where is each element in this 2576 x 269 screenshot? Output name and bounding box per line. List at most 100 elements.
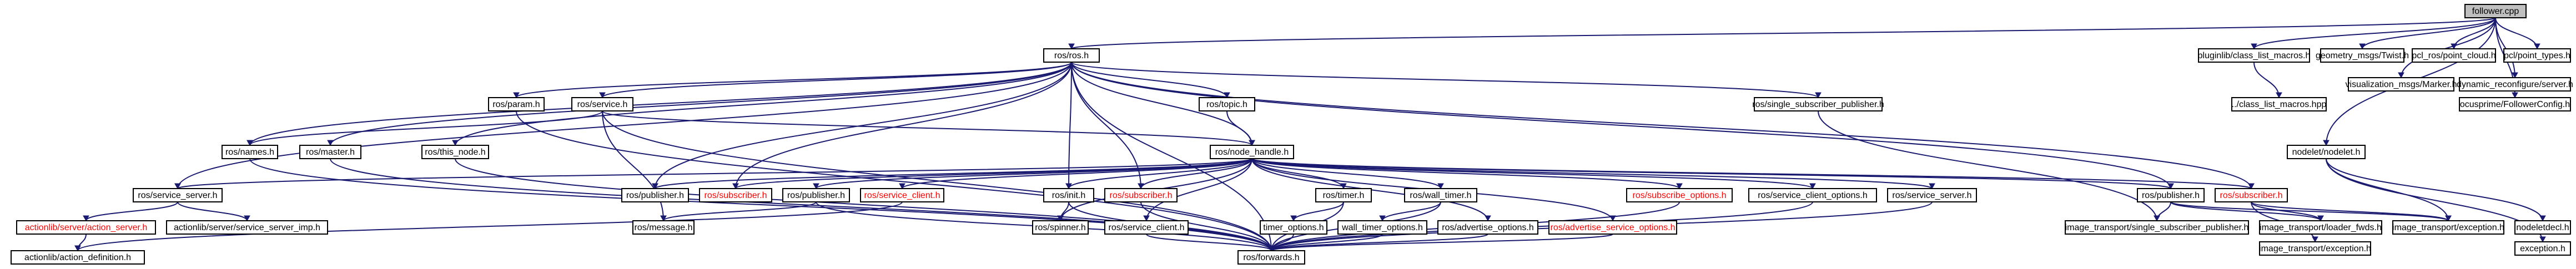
node-label: ros/service_server.h — [138, 191, 217, 200]
node-pluginlib-class-list-macros-h[interactable]: pluginlib/class_list_macros.h — [2198, 48, 2311, 63]
node-ros-publisher-b-h[interactable]: ros/publisher.h — [782, 188, 850, 202]
node-label: wall_timer_options.h — [1341, 223, 1423, 232]
edge-ros_service_h-to-ros_message_h — [602, 110, 664, 221]
edge-ros_node_handle_h-to-ros_subscribe_options_h — [1251, 158, 1680, 189]
node-image-transport-exception-h[interactable]: image_transport/exception.h — [2392, 220, 2504, 235]
node-box — [782, 188, 850, 202]
node-label: ros/single_subscriber_publisher.h — [1752, 100, 1884, 109]
node-ros-service-client-options-h[interactable]: ros/service_client_options.h — [1748, 188, 1877, 202]
node-ros-node-handle-h[interactable]: ros/node_handle.h — [1210, 145, 1294, 159]
arrowhead-ros_node_handle_h-to-image_transport_subscriber_h — [2248, 183, 2255, 190]
node-follower-cpp[interactable]: follower.cpp — [2464, 4, 2527, 18]
node-ros-advertise-service-options-h[interactable]: ros/advertise_service_options.h — [1548, 220, 1677, 235]
node-pcl-ros-point-cloud-h[interactable]: pcl_ros/point_cloud.h — [2412, 48, 2496, 63]
node-ros-service-h[interactable]: ros/service.h — [571, 97, 633, 111]
arrowhead-ros_node_handle_h-to-ros_service_client_c_h — [1143, 215, 1150, 222]
edge-pluginlib_class_list_macros_h-to-class_list_macros_hpp — [2253, 62, 2280, 98]
node-image-transport-loader-fwds-h[interactable]: image_transport/loader_fwds.h — [2259, 220, 2382, 235]
edge-ros_ros_h-to-ros_subscriber_h — [735, 62, 1072, 189]
edge-follower_cpp-to-ros_ros_h — [1071, 17, 2496, 49]
node-class-list-macros-hpp[interactable]: ../class_list_macros.hpp — [2231, 97, 2327, 111]
node-timer-options-h[interactable]: timer_options.h — [1260, 220, 1327, 235]
edge-follower_cpp-to-dynamic_reconfigure_server_h — [2495, 17, 2515, 78]
arrowhead-ros_node_handle_h-to-ros_service_client_h — [899, 183, 905, 190]
node-ros-spinner-h[interactable]: ros/spinner.h — [1032, 220, 1089, 235]
node-nodelet-nodelet-h[interactable]: nodelet/nodelet.h — [2287, 145, 2366, 159]
node-image-transport-exception-b-h[interactable]: image_transport/exception.h — [2259, 241, 2371, 256]
node-ros-init-h[interactable]: ros/init.h — [1043, 188, 1094, 202]
arrowhead-ros_service_server_b_h-to-ros_forwards_h — [1268, 245, 1275, 252]
node-actionlib-server-action-server-h[interactable]: actionlib/server/action_server.h — [16, 220, 156, 235]
node-box — [2215, 188, 2288, 202]
edge-ros_ros_h-to-ros_this_node_h — [455, 62, 1072, 146]
node-box — [2459, 77, 2571, 92]
node-actionlib-action-definition-h[interactable]: actionlib/action_definition.h — [11, 250, 145, 265]
node-ros-subscribe-options-h[interactable]: ros/subscribe_options.h — [1626, 188, 1733, 202]
arrowhead-follower_cpp-to-pcl_point_types_h — [2534, 43, 2540, 50]
edge-ros_ros_h-to-ros_master_h — [330, 62, 1072, 146]
node-label: image_transport/single_subscriber_publis… — [2065, 223, 2249, 232]
edge-image_transport_publisher_h-to-image_transport_single_subscriber_publisher_h — [2156, 201, 2171, 221]
node-label: ros/service_client_options.h — [1758, 191, 1867, 200]
node-label: nodelet/nodelet.h — [2292, 148, 2361, 157]
edge-ros_ros_h-to-image_transport_subscriber_h — [1071, 62, 2252, 189]
node-ros-advertise-options-h[interactable]: ros/advertise_options.h — [1437, 220, 1538, 235]
node-ros-service-server-b-h[interactable]: ros/service_server.h — [1887, 188, 1977, 202]
node-label: ros/service_client.h — [1109, 223, 1185, 232]
node-ros-single-subscriber-publisher-h[interactable]: ros/single_subscriber_publisher.h — [1752, 97, 1884, 111]
node-box — [2065, 220, 2249, 235]
node-dynamic-reconfigure-server-h[interactable]: dynamic_reconfigure/server.h — [2457, 77, 2573, 92]
node-image-transport-single-subscriber-publisher-h[interactable]: image_transport/single_subscriber_publis… — [2065, 220, 2249, 235]
node-geometry-msgs-twist-h[interactable]: geometry_msgs/Twist.h — [2316, 48, 2409, 63]
node-label: ros/service.h — [577, 100, 628, 109]
node-ros-timer-h[interactable]: ros/timer.h — [1315, 188, 1372, 202]
node-pcl-point-types-h[interactable]: pcl/point_types.h — [2503, 48, 2571, 63]
node-label: ros/subscriber.h — [1110, 191, 1173, 200]
edge-ros_timer_h-to-timer_options_h — [1293, 201, 1344, 221]
node-ros-wall-timer-h[interactable]: ros/wall_timer.h — [1404, 188, 1477, 202]
node-ros-master-h[interactable]: ros/master.h — [299, 145, 361, 159]
edge-ros_param_h-to-ros_forwards_h — [516, 110, 1272, 251]
node-label: ros/node_handle.h — [1215, 148, 1289, 157]
node-box — [2287, 145, 2366, 159]
edge-ros_ros_h-to-ros_param_h — [516, 62, 1072, 98]
node-label: ros/forwards.h — [1243, 253, 1299, 262]
node-ros-names-h[interactable]: ros/names.h — [222, 145, 278, 159]
node-box — [2392, 220, 2504, 235]
node-box — [11, 250, 145, 265]
node-ros-topic-h[interactable]: ros/topic.h — [1199, 97, 1255, 111]
arrowhead-ros_ros_h-to-ros_master_h — [327, 140, 334, 146]
node-ros-service-client-h[interactable]: ros/service_client.h — [860, 188, 944, 202]
node-label: image_transport/exception.h — [2259, 244, 2371, 253]
node-ros-ros-h[interactable]: ros/ros.h — [1043, 48, 1100, 63]
node-box — [2259, 241, 2371, 256]
node-visualization-msgs-marker-h[interactable]: visualization_msgs/Marker.h — [2346, 77, 2457, 92]
node-ros-forwards-h[interactable]: ros/forwards.h — [1237, 250, 1305, 265]
node-image-transport-publisher-h[interactable]: ros/publisher.h — [2137, 188, 2205, 202]
node-ros-service-client-c-h[interactable]: ros/service_client.h — [1104, 220, 1189, 235]
node-ros-message-h[interactable]: ros/message.h — [632, 220, 695, 235]
node-ros-service-server-h[interactable]: ros/service_server.h — [133, 188, 223, 202]
node-box — [1199, 97, 1255, 111]
node-nodeletdecl-h[interactable]: nodeletdecl.h — [2514, 220, 2571, 235]
node-ocs-follower-config-h[interactable]: ocusprime/FollowerConfig.h — [2459, 97, 2571, 111]
node-image-transport-subscriber-h[interactable]: ros/subscriber.h — [2215, 188, 2288, 202]
node-label: ros/param.h — [492, 100, 540, 109]
node-label: ros/wall_timer.h — [1410, 191, 1471, 200]
node-ros-publisher-h[interactable]: ros/publisher.h — [621, 188, 689, 202]
node-actionlib-server-service-server-imp-h[interactable]: actionlib/server/service_server_imp.h — [166, 220, 328, 235]
arrowhead-ros_node_handle_h-to-ros_publisher_h — [652, 183, 658, 190]
node-ros-param-h[interactable]: ros/param.h — [488, 97, 545, 111]
edge-ros_service_client_options_h-to-ros_forwards_h — [1271, 201, 1813, 251]
arrowhead-pluginlib_class_list_macros_h-to-class_list_macros_hpp — [2276, 92, 2282, 99]
node-ros-this-node-h[interactable]: ros/this_node.h — [421, 145, 489, 159]
node-ros-subscriber-b-h[interactable]: ros/subscriber.h — [1104, 188, 1178, 202]
node-box — [1210, 145, 1294, 159]
node-exception-h[interactable]: exception.h — [2514, 241, 2571, 256]
node-wall-timer-options-h[interactable]: wall_timer_options.h — [1337, 220, 1427, 235]
arrowhead-nodelet_nodelet_h-to-nodeletdecl_h — [2539, 215, 2546, 222]
node-box — [2231, 97, 2327, 111]
node-box — [1748, 188, 1877, 202]
edge-ros_service_client_h-to-actionlib_action_definition_h — [77, 201, 903, 251]
node-ros-subscriber-h[interactable]: ros/subscriber.h — [699, 188, 772, 202]
